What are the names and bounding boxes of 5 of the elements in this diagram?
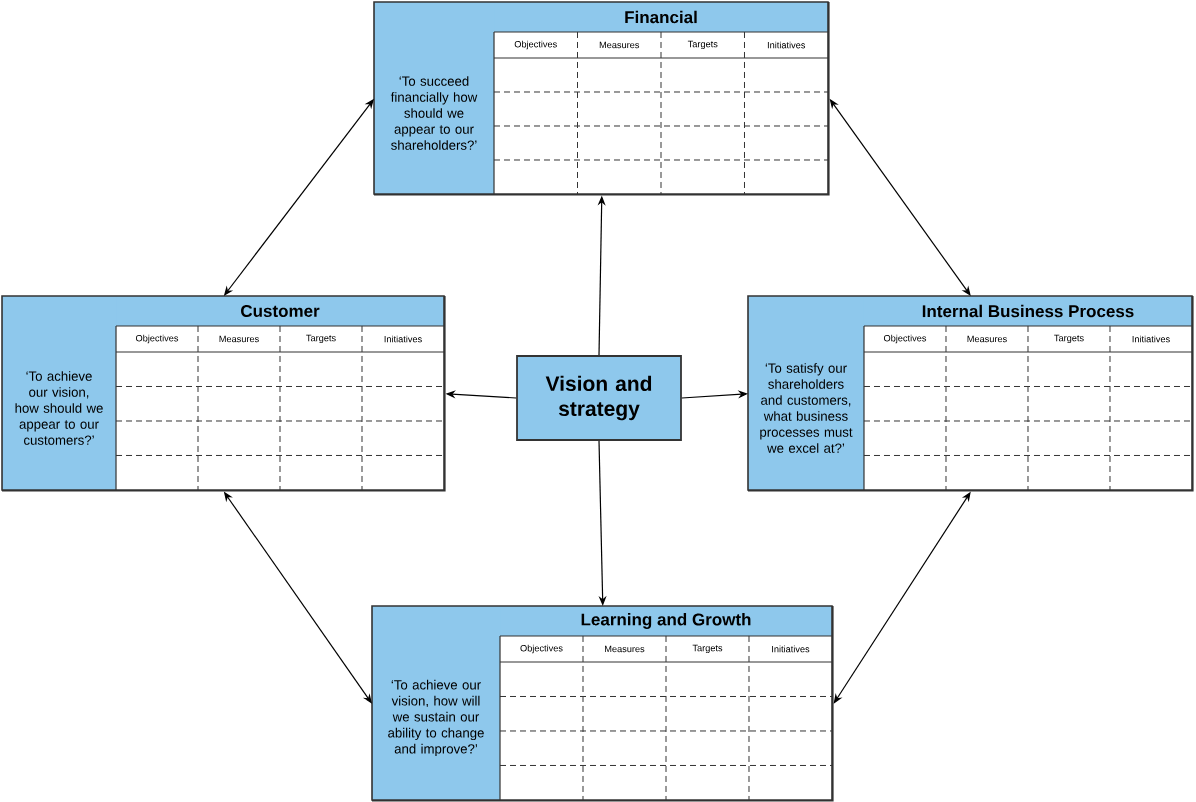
heading: Internal Business Process — [922, 304, 1134, 318]
heading: Financial — [625, 10, 697, 24]
heading: Learning and Growth — [581, 613, 751, 629]
heading: Customer — [241, 305, 320, 317]
center-box: Vision and strategy — [516, 355, 682, 441]
